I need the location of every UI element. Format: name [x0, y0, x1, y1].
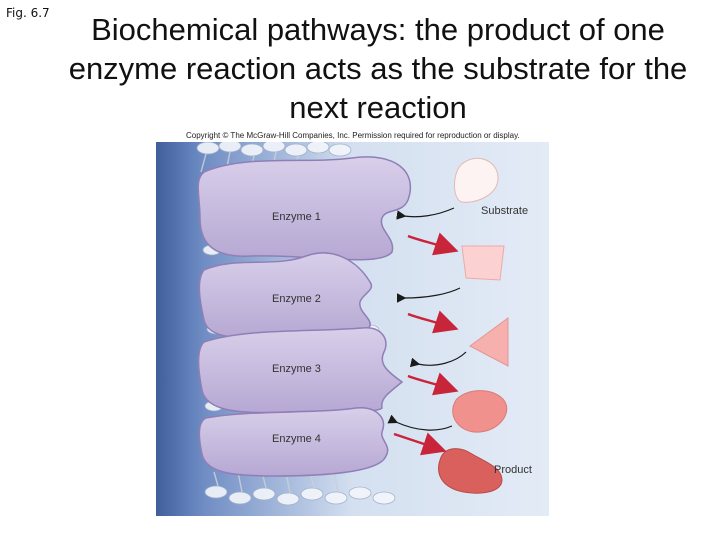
- intermediate-2-shape: [469, 317, 509, 367]
- enzyme-3-label: Enzyme 3: [272, 363, 321, 375]
- product-arrows: [393, 232, 459, 456]
- slide-title: Biochemical pathways: the product of one…: [68, 12, 688, 125]
- substrate-arrows: [387, 207, 467, 431]
- enzyme-3: Enzyme 3: [197, 327, 404, 414]
- substrate-label: Substrate: [481, 205, 528, 217]
- copyright-notice: Copyright © The McGraw-Hill Companies, I…: [186, 131, 520, 140]
- intermediate-1-shape: [461, 245, 505, 281]
- enzyme-1: Enzyme 1: [197, 156, 412, 261]
- product-label: Product: [494, 464, 532, 476]
- enzyme-2: Enzyme 2: [198, 252, 373, 339]
- pathway-diagram: Enzyme 1 Enzyme 2 Enzyme 3 Enzyme 4 Subs…: [156, 142, 549, 516]
- product-shape: [438, 448, 503, 494]
- intermediate-3-shape: [452, 390, 508, 433]
- enzyme-2-label: Enzyme 2: [272, 293, 321, 305]
- figure-label: Fig. 6.7: [6, 6, 50, 20]
- enzyme-4-label: Enzyme 4: [272, 433, 321, 445]
- substrate-shape: [454, 157, 499, 203]
- enzyme-1-label: Enzyme 1: [272, 211, 321, 223]
- enzyme-4: Enzyme 4: [198, 407, 389, 477]
